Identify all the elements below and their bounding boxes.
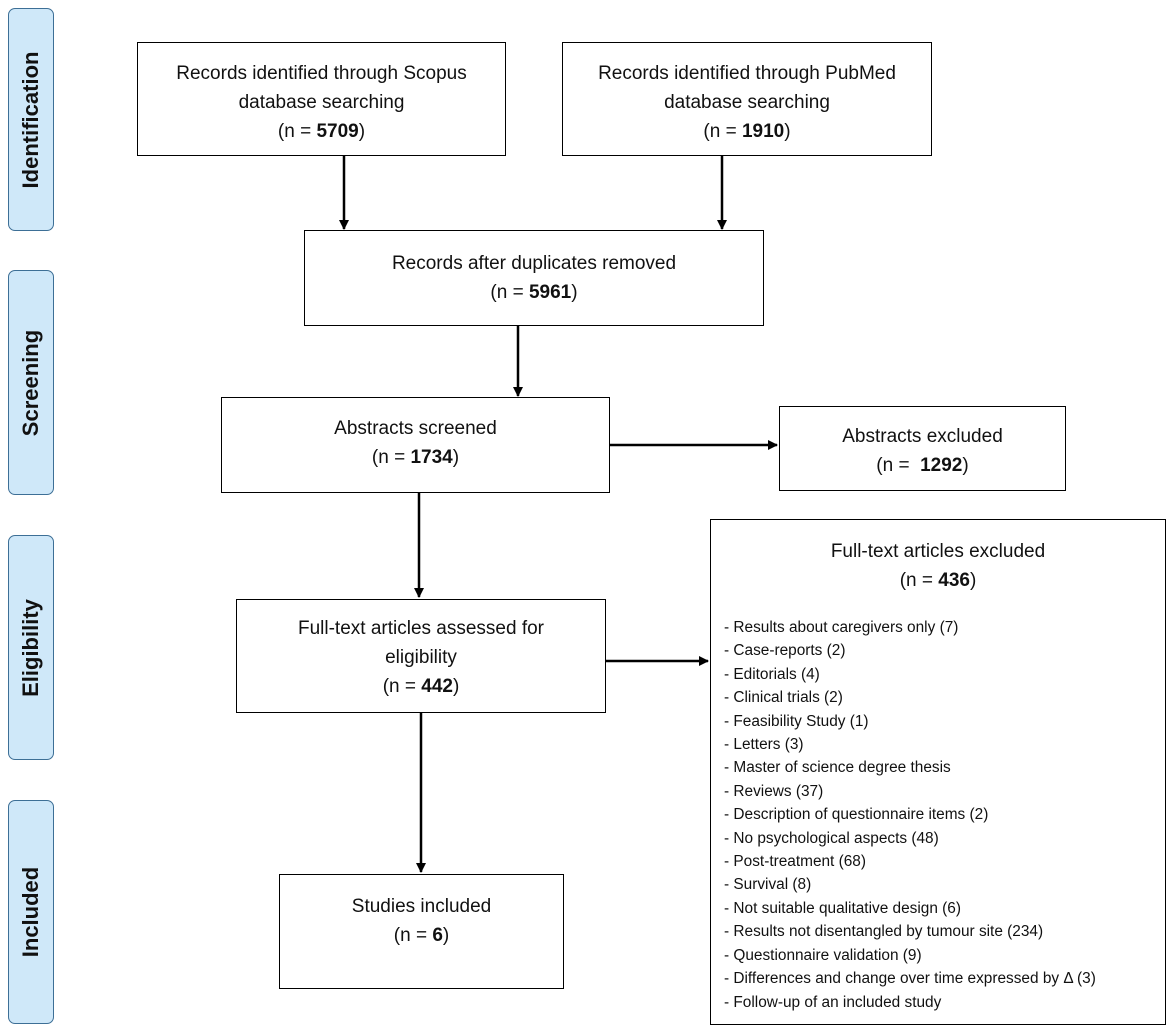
pubmed-count: (n = 1910) [703,121,791,142]
pubmed-line1: Records identified through PubMed [598,63,896,84]
pubmed-line2: database searching [664,92,830,113]
dedup-line1: Records after duplicates removed [391,253,677,274]
exclusion-reason: - Post-treatment (68) [724,853,866,871]
abstracts-screened-box: Abstracts screened (n = 1734) [221,397,610,493]
stage-screening: Screening [8,270,54,495]
abstracts-excluded-line1: Abstracts excluded [842,426,1003,447]
stage-included: Included [8,800,54,1024]
exclusion-reason: - Results not disentangled by tumour sit… [724,923,1044,941]
exclusion-reason: - Feasibility Study (1) [724,712,869,730]
exclusion-reason: - Questionnaire validation (9) [724,946,922,964]
fulltext-assessed-box: Full-text articles assessed for eligibil… [236,599,606,713]
included-line1: Studies included [351,896,492,917]
fulltext-excluded-count: (n = 436) [899,570,977,591]
exclusion-reasons-list: - Results about caregivers only (7) - Ca… [724,616,1096,1014]
scopus-line1: Records identified through Scopus [176,63,467,84]
stage-identification: Identification [8,8,54,231]
exclusion-reason: - Master of science degree thesis [724,759,951,777]
screened-count: (n = 1734) [371,447,460,468]
exclusion-reason: - Case-reports (2) [724,642,846,660]
fulltext-line2: eligibility [385,647,457,668]
exclusion-reason: - Survival (8) [724,876,812,894]
scopus-count: (n = 5709) [277,121,366,142]
scopus-line2: database searching [238,92,405,113]
stage-eligibility: Eligibility [8,535,54,760]
exclusion-reason: - Results about caregivers only (7) [724,619,959,636]
abstracts-excluded-count: (n = 1292) [876,455,969,476]
fulltext-line1: Full-text articles assessed for [297,618,545,639]
dedup-records-box: Records after duplicates removed (n = 59… [304,230,764,326]
included-count: (n = 6) [393,925,450,946]
exclusion-reason: - Not suitable qualitative design (6) [724,899,961,917]
pubmed-records-box: Records identified through PubMed databa… [562,42,932,156]
exclusion-reason: - Reviews (37) [724,782,824,800]
exclusion-reason: - Follow-up of an included study [724,993,942,1011]
screened-line1: Abstracts screened [334,418,497,439]
exclusion-reason: - Clinical trials (2) [724,689,843,707]
exclusion-reason: - Letters (3) [724,736,804,754]
fulltext-excluded-box: Full-text articles excluded (n = 436) - … [710,519,1166,1025]
fulltext-excluded-title: Full-text articles excluded [830,541,1046,562]
exclusion-reason: - No psychological aspects (48) [724,829,939,847]
abstracts-excluded-box: Abstracts excluded (n = 1292) [779,406,1066,491]
dedup-count: (n = 5961) [490,282,578,303]
exclusion-reason: - Editorials (4) [724,665,820,683]
exclusion-reason: - Description of questionnaire items (2) [724,806,989,824]
studies-included-box: Studies included (n = 6) [279,874,564,989]
exclusion-reason: - Differences and change over time expre… [724,970,1096,988]
scopus-records-box: Records identified through Scopus databa… [137,42,506,156]
fulltext-count: (n = 442) [382,676,460,697]
